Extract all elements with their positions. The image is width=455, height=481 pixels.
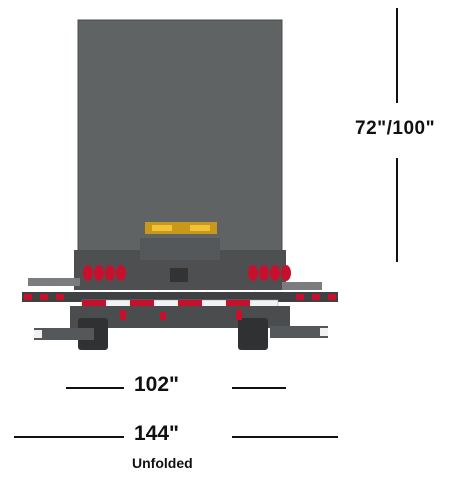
right-foot (270, 326, 328, 338)
unfolded-width-label: 144" (134, 422, 179, 445)
center-plate (140, 238, 220, 260)
lower-bumper (22, 292, 338, 302)
cargo-box (77, 19, 283, 259)
amber-light-bar (145, 222, 217, 234)
folded-width-line-left (66, 387, 124, 389)
right-wheel (238, 318, 268, 350)
right-foot-pad (320, 328, 328, 336)
right-tail-lights (248, 265, 291, 281)
unfolded-width-line-left (14, 436, 124, 438)
left-arm (28, 278, 80, 286)
unfolded-width-line-right (232, 436, 338, 438)
height-dimension-label: 72"/100" (355, 118, 436, 139)
center-red-clamps (120, 310, 242, 320)
bumper-red-markers (24, 294, 336, 300)
hitch (170, 268, 188, 282)
left-foot-pad (34, 330, 42, 338)
folded-width-label: 102" (134, 373, 179, 396)
left-tail-lights (83, 265, 126, 281)
height-dimension-line-top (396, 8, 398, 103)
unfolded-note: Unfolded (132, 455, 193, 471)
left-foot (34, 328, 94, 340)
height-dimension-line-bottom (396, 158, 398, 262)
right-arm (282, 282, 322, 290)
folded-width-line-right (232, 387, 286, 389)
